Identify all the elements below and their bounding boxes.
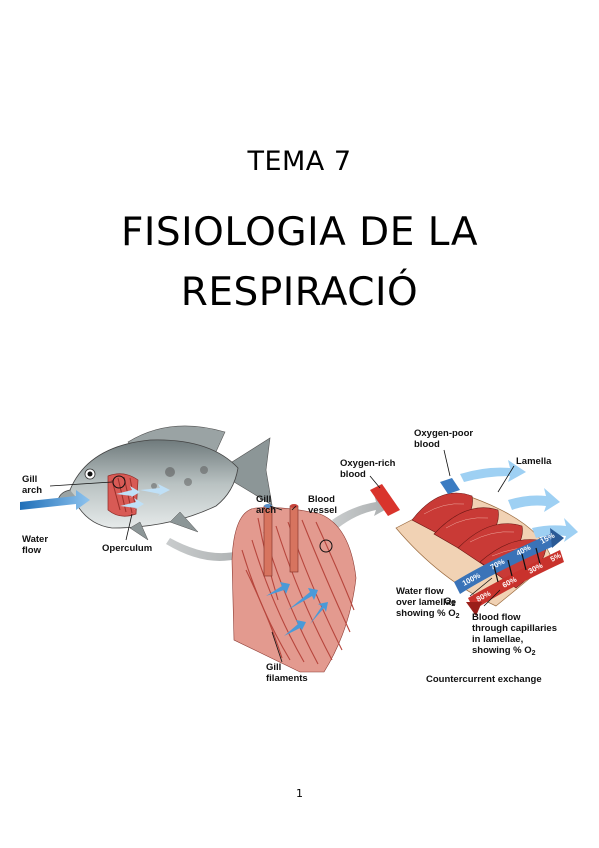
label-blood-vessel-line2: vessel bbox=[308, 505, 337, 516]
gill-respiration-figure: 100% 70% 40% 15% 80% 60% 30% 5% Gill arc… bbox=[20, 410, 580, 700]
label-o2-text: O bbox=[444, 596, 451, 607]
label-gill-filaments-line2: filaments bbox=[266, 673, 308, 684]
label-gill-arch-b-line1: Gill bbox=[256, 494, 271, 505]
label-blood-flow-sub: 2 bbox=[532, 650, 536, 657]
label-leader-lines bbox=[49, 449, 515, 663]
label-blood-flow-line2: through capillaries bbox=[472, 623, 557, 634]
label-water-lamellae-line1: Water flow bbox=[396, 586, 444, 597]
label-gill-arch-line1: Gill bbox=[22, 474, 37, 485]
label-gill-arch-b-line2: arch bbox=[256, 505, 276, 516]
label-blood-flow-line3: in lamellae, bbox=[472, 634, 523, 645]
label-oxygen-rich-line2: blood bbox=[340, 469, 366, 480]
label-blood-flow-line4-text: showing % O bbox=[472, 645, 532, 656]
figure-caption: Countercurrent exchange bbox=[426, 674, 542, 685]
label-lamella: Lamella bbox=[516, 456, 552, 467]
label-water-flow-line1: Water bbox=[22, 534, 48, 545]
document-title-line-1: FISIOLOGIA DE LA bbox=[120, 210, 479, 255]
zoom-arrow-2 bbox=[332, 494, 392, 528]
label-water-flow-line2: flow bbox=[22, 545, 42, 556]
lamellae-illustration: 100% 70% 40% 15% 80% 60% 30% 5% bbox=[370, 460, 578, 616]
label-o2-sub: 2 bbox=[451, 601, 455, 608]
label-gill-arch-line2: arch bbox=[22, 485, 42, 496]
label-operculum: Operculum bbox=[102, 543, 152, 554]
label-blood-flow-line4: showing % O2 bbox=[472, 645, 536, 657]
label-blood-vessel-line1: Blood bbox=[308, 494, 335, 505]
label-oxygen-poor-line2: blood bbox=[414, 439, 440, 450]
fish-illustration bbox=[20, 425, 273, 541]
document-subtitle: TEMA 7 bbox=[247, 146, 352, 177]
label-oxygen-poor-line1: Oxygen-poor bbox=[414, 428, 473, 439]
label-o2: O2 bbox=[444, 596, 455, 608]
document-title-line-2: RESPIRACIÓ bbox=[180, 270, 419, 315]
label-gill-filaments-line1: Gill bbox=[266, 662, 281, 673]
page-number: 1 bbox=[296, 787, 303, 800]
label-water-lamellae-line3-text: showing % O bbox=[396, 608, 456, 619]
label-oxygen-rich-line1: Oxygen-rich bbox=[340, 458, 396, 469]
gill-diagram: 100% 70% 40% 15% 80% 60% 30% 5% Gill arc… bbox=[20, 425, 578, 685]
label-blood-flow-line1: Blood flow bbox=[472, 612, 521, 623]
label-water-lamellae-line2: over lamellae bbox=[396, 597, 456, 608]
label-water-lamellae-line3: showing % O2 bbox=[396, 608, 460, 620]
label-water-lamellae-sub: 2 bbox=[456, 613, 460, 620]
gill-filaments-illustration bbox=[231, 504, 357, 673]
